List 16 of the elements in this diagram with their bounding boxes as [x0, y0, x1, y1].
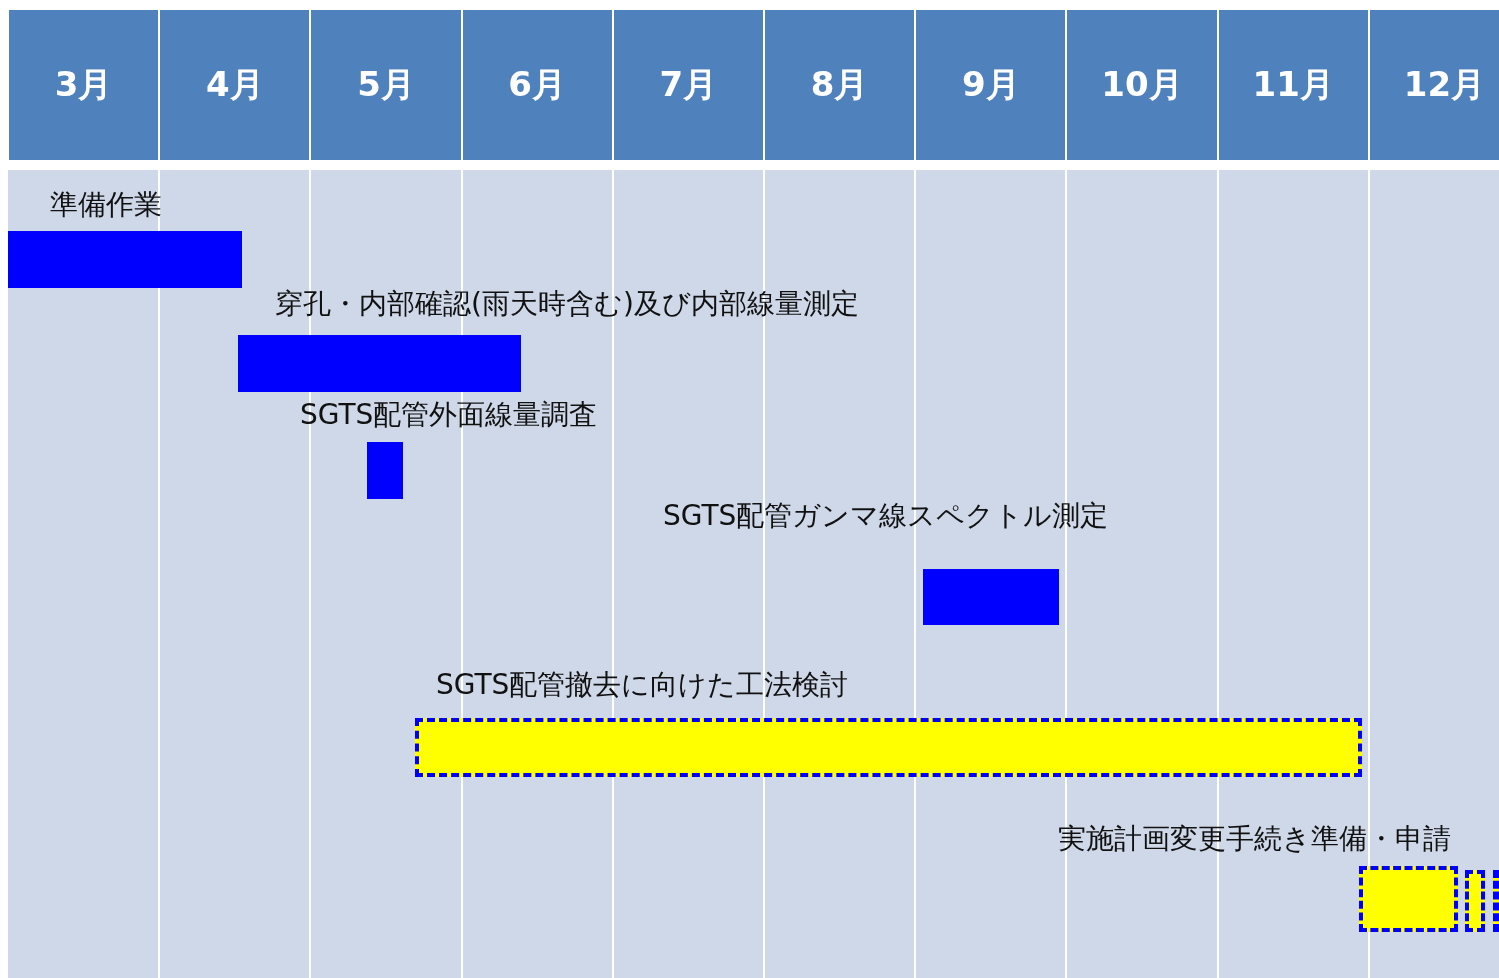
month-header: 9月: [916, 10, 1066, 160]
month-header: 12月: [1369, 10, 1499, 160]
month-header: 4月: [160, 10, 310, 160]
task-label: SGTS配管撤去に向けた工法検討: [436, 668, 849, 702]
month-header: 11月: [1218, 10, 1368, 160]
month-header: 10月: [1067, 10, 1217, 160]
task-label: 実施計画変更手続き準備・申請: [1058, 822, 1451, 856]
month-header: 8月: [765, 10, 915, 160]
task-label: 準備作業: [50, 188, 162, 222]
task-label: 穿孔・内部確認(雨天時含む)及び内部線量測定: [275, 287, 859, 321]
month-header: 5月: [311, 10, 461, 160]
task-label: SGTS配管ガンマ線スペクトル測定: [663, 499, 1109, 533]
month-header: 7月: [613, 10, 763, 160]
month-header: 3月: [9, 10, 159, 160]
month-header: 6月: [462, 10, 612, 160]
task-label: SGTS配管外面線量調査: [300, 398, 598, 432]
